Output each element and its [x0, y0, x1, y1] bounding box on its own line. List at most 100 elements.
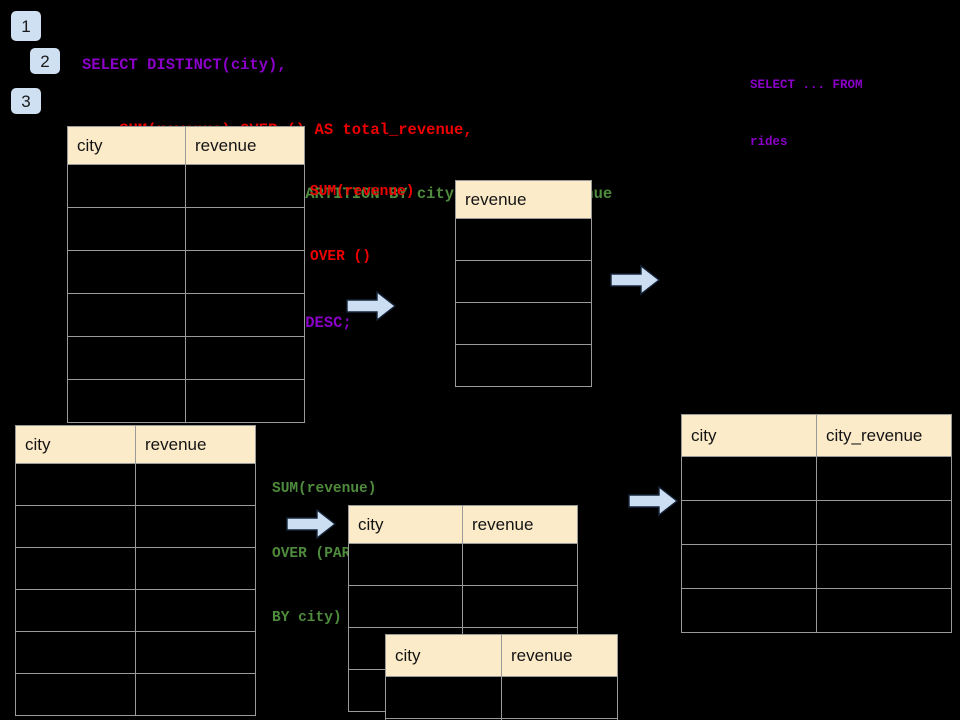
table-cell	[185, 164, 305, 208]
annotation-partition-line-1: SUM(revenue)	[272, 481, 377, 497]
table-cell	[15, 547, 136, 590]
table-row	[455, 344, 592, 387]
table-cell	[67, 379, 186, 423]
table-header-row: city revenue	[67, 126, 305, 165]
table-row	[67, 250, 305, 294]
total-revenue-table: revenue	[455, 180, 592, 387]
table-cell	[67, 293, 186, 337]
table-row	[15, 589, 256, 632]
arrow-source-to-total	[346, 290, 396, 322]
annotation-partition-line-3: BY city)	[272, 610, 342, 626]
table-row	[385, 718, 618, 720]
side-note-line-2: rides	[750, 135, 788, 149]
side-note-line-1: SELECT ... FROM	[750, 78, 863, 92]
column-header-city: city	[681, 414, 817, 457]
table-cell	[501, 676, 618, 719]
step-badge-2: 2	[30, 48, 60, 74]
table-row	[15, 631, 256, 674]
step-badge-3: 3	[11, 88, 41, 114]
table-cell	[462, 543, 578, 586]
table-cell	[135, 463, 256, 506]
arrow-total-to-result	[610, 264, 660, 296]
table-cell	[455, 344, 592, 387]
table-header-row: city revenue	[15, 425, 256, 464]
table-row	[15, 505, 256, 548]
table-cell	[135, 505, 256, 548]
annotation-total-line-1: SUM(revenue)	[310, 184, 415, 200]
step-badge-2-label: 2	[40, 51, 50, 71]
table-cell	[681, 544, 817, 589]
table-cell	[348, 543, 463, 586]
table-row	[67, 293, 305, 337]
table-cell	[135, 547, 256, 590]
table-cell	[816, 500, 952, 545]
arrow-partition-to-result	[628, 485, 678, 517]
table-cell	[681, 588, 817, 633]
table-header-row: city city_revenue	[681, 414, 952, 457]
table-row	[681, 588, 952, 633]
table-cell	[385, 676, 502, 719]
table-cell	[462, 585, 578, 628]
table-row	[455, 218, 592, 261]
table-row	[681, 544, 952, 589]
table-cell	[816, 544, 952, 589]
column-header-city: city	[385, 634, 502, 677]
column-header-city: city	[15, 425, 136, 464]
column-header-revenue: revenue	[455, 180, 592, 219]
table-cell	[185, 293, 305, 337]
annotation-total-line-2: OVER ()	[310, 248, 371, 265]
table-cell	[455, 260, 592, 303]
table-cell	[348, 585, 463, 628]
table-cell	[185, 336, 305, 380]
step-badge-1-label: 1	[21, 16, 31, 36]
table-header-row: revenue	[455, 180, 592, 219]
table-row	[681, 500, 952, 545]
table-cell	[67, 250, 186, 294]
table-row	[15, 547, 256, 590]
rides-source-table-bottom: city revenue	[15, 425, 256, 716]
table-cell	[67, 207, 186, 251]
step-badge-3-label: 3	[21, 91, 31, 111]
table-row	[67, 336, 305, 380]
table-row	[455, 260, 592, 303]
table-cell	[67, 164, 186, 208]
table-cell	[681, 456, 817, 501]
table-row	[681, 456, 952, 501]
table-cell	[67, 336, 186, 380]
table-cell	[501, 718, 618, 720]
table-row	[67, 207, 305, 251]
table-cell	[15, 505, 136, 548]
side-note-select-from-rides: SELECT ... FROM rides	[750, 38, 863, 190]
column-header-city: city	[67, 126, 186, 165]
table-row	[348, 585, 578, 628]
table-row	[15, 463, 256, 506]
table-cell	[455, 302, 592, 345]
table-header-row: city revenue	[348, 505, 578, 544]
table-cell	[15, 631, 136, 674]
table-row	[385, 676, 618, 719]
annotation-total-revenue: SUM(revenue) OVER ()	[310, 139, 414, 311]
partition-table-b: city revenue	[385, 634, 618, 720]
table-row	[348, 543, 578, 586]
table-cell	[135, 589, 256, 632]
table-cell	[15, 463, 136, 506]
table-cell	[185, 250, 305, 294]
arrow-source-to-partition	[286, 508, 336, 540]
column-header-revenue: revenue	[135, 425, 256, 464]
column-header-city: city	[348, 505, 463, 544]
table-cell	[185, 207, 305, 251]
table-row	[15, 673, 256, 716]
column-header-city-revenue: city_revenue	[816, 414, 952, 457]
table-cell	[681, 500, 817, 545]
column-header-revenue: revenue	[185, 126, 305, 165]
table-row	[67, 379, 305, 423]
table-cell	[15, 673, 136, 716]
table-cell	[15, 589, 136, 632]
table-row	[67, 164, 305, 208]
table-cell	[135, 631, 256, 674]
rides-source-table-top: city revenue	[67, 126, 305, 423]
sql-line-1: SELECT DISTINCT(city),	[82, 56, 287, 74]
column-header-revenue: revenue	[462, 505, 578, 544]
city-revenue-result-table: city city_revenue	[681, 414, 952, 633]
